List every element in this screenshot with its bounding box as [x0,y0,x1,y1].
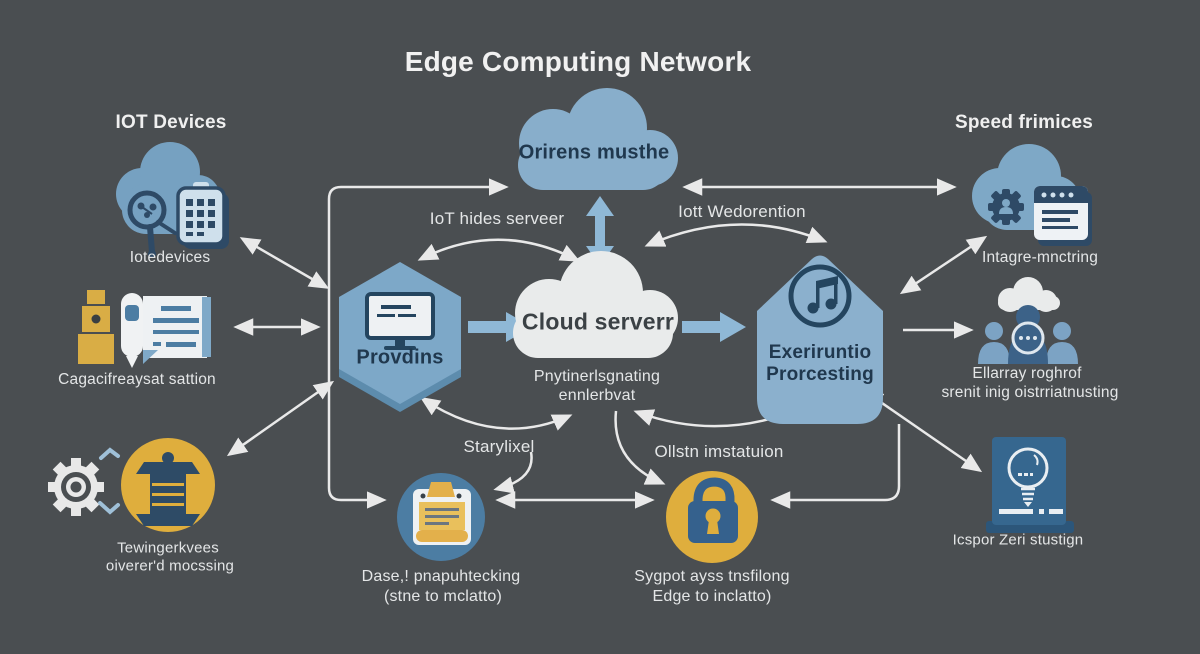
scroll-icon [121,293,143,368]
cloud-server-caption-2: ennlerbvat [558,387,636,404]
monitor-icon [365,292,435,350]
lock-icon [688,477,738,543]
gear-caption-1: Tewingerkvees [117,539,219,557]
arrow-pentagon-bulb [862,389,983,473]
speed-cloud-caption: Intagre-mnctring [981,249,1099,266]
tower-dot [91,314,101,324]
people-caption-1: Ellarray roghrof [972,365,1082,382]
arrow-wedorention [644,223,828,247]
cloud-server-node [513,251,678,358]
cloud-server-label: Cloud serverr [521,308,675,335]
browser-icon [1034,186,1092,246]
iot-devices-node [116,142,229,258]
people-icon [978,305,1078,364]
arrow-iot-hexagon [239,237,330,289]
gear-person-icon [988,189,1024,225]
magnifier-icon [127,190,177,258]
arrow-label-wedorention: Iott Wedorention [678,202,806,221]
insight-node [986,437,1074,533]
calendar-icon [176,182,229,249]
pentagon-label-1: Exeriruntio [768,342,872,363]
people-caption-2: srenit inig oistrriatnusting [941,384,1119,401]
clipboard-icon [413,482,471,545]
data-caption-1: Dase,! pnapuhtecking [361,568,521,585]
music-note-icon [788,264,852,328]
data-node [397,473,485,561]
top-cloud-label: Orirens musthe [518,141,670,164]
arrow-bracket-left [327,178,509,509]
processing-node [48,438,215,532]
pentagon-label-2: Prorcesting [766,364,874,385]
bulb-caption: Icspor Zeri stustign [952,531,1084,549]
capacity-caption: Cagacifreaysat sattion [58,371,216,388]
heading-iot-devices: IOT Devices [115,112,227,133]
chevron-down-icon [98,501,120,515]
chevron-up-icon [99,447,120,460]
cloud-icon [998,277,1060,312]
iot-cloud-caption: Iotedevices [129,249,211,266]
arrow-gear-hexagon [226,380,335,457]
gear-caption-2: oiverer'd mocssing [105,557,235,575]
heading-speed: Speed frimices [955,112,1093,133]
arrow-ennlerbvat-to-lock [614,410,666,485]
hexagon-node [339,262,461,412]
arrow-label-ollstn: Ollstn imstatuion [654,442,784,461]
lock-caption-1: Sygpot ayss tnsfilong [634,568,790,585]
speed-node [972,144,1092,246]
pentagon-node [757,255,883,424]
tower-icon [78,290,114,364]
people-node [978,277,1078,364]
page-title: Edge Computing Network [404,46,752,77]
document-icon [143,296,211,364]
capacity-node [78,290,211,368]
blue-arrow-cloud-pentagon [682,312,746,342]
gear-icon [48,458,104,516]
lightbulb-icon [999,447,1063,514]
arrow-label-starylixel: Starylixel [463,437,535,456]
arrow-label-iot-hides: IoT hides serveer [429,209,565,228]
connector-arrows [226,178,988,509]
lock-caption-2: Edge to inclatto) [652,588,772,605]
arrow-pentagon-intagre [899,235,988,295]
blue-arrow-vertical [586,196,614,266]
hexagon-label: Provdins [356,346,444,369]
security-node [666,471,758,563]
arrow-starylixel [419,396,573,431]
cloud-server-caption-1: Pnytinerlsgnating [533,368,661,385]
top-cloud-node [518,88,678,190]
arrow-starylixel-to-circle [493,451,533,494]
data-caption-2: (stne to mclatto) [383,588,503,605]
arrow-bracket-right [770,424,901,509]
arrow-iot-hides [417,238,581,262]
spool-icon [136,452,200,526]
